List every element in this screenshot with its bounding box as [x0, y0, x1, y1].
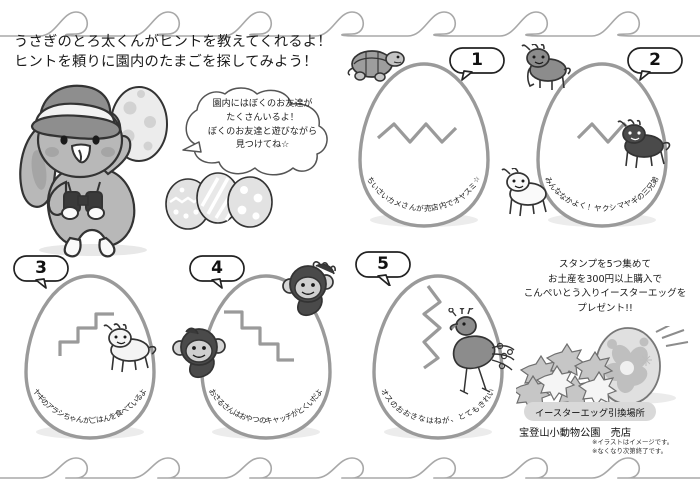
decorative-loop-border-bottom — [0, 456, 700, 490]
shop-name: 宝登山小動物公園 売店 — [519, 428, 632, 439]
goat-illustration-dark — [612, 118, 676, 176]
goat-illustration-white-3 — [96, 320, 162, 380]
egg-number-5: 5 — [377, 253, 389, 274]
egg-number-4: 4 — [211, 257, 223, 278]
footnote-1: ※イラストはイメージです。 — [592, 438, 674, 446]
bubble-line-4: 見つけてね☆ — [235, 140, 290, 151]
bubble-line-3: ぼくのお友達と遊びながら — [207, 126, 318, 137]
promo-line-2: お土産を300円以上購入で — [547, 273, 663, 285]
title-line-1: うさぎのとろ太くんがヒントを教えてくれるよ！ — [14, 34, 332, 50]
flowers-and-egg-illustration — [511, 321, 696, 412]
goat-illustration-gray — [518, 43, 578, 100]
promo-line-1: スタンプを5つ集めて — [558, 259, 652, 270]
egg-card-3[interactable]: ヤギのアラシちゃんがごはんを食べているよ 3 — [13, 255, 162, 450]
footnote-2: ※なくなり次第終了です。 — [592, 447, 668, 456]
promo-line-4: プレゼント!! — [577, 302, 633, 314]
decorative-easter-eggs — [160, 168, 276, 230]
egg-number-1: 1 — [471, 49, 483, 70]
monkey-illustration-right — [280, 260, 344, 324]
bubble-line-1: 園内にはぼくのお友達が — [212, 99, 313, 109]
egg-card-5[interactable]: オスのおおきなはねが、とてもきれい — [355, 251, 515, 450]
mascot-speech-bubble: 園内にはぼくのお友達が たくさんいるよ！ ぼくのお友達と遊びながら 見つけてね☆ — [175, 86, 350, 178]
egg-number-3: 3 — [35, 257, 47, 278]
egg-card-4[interactable]: おさるさんはおやつのキャッチがとくいだよ — [172, 255, 338, 450]
flower-cluster — [511, 342, 618, 412]
exchange-location-tag: イースターエッグ引換場所 — [524, 402, 656, 421]
title-line-2: ヒントを頼りに園内のたまごを探してみよう！ — [14, 53, 318, 70]
mascot-bubble-text: 園内にはぼくのお友達が たくさんいるよ！ ぼくのお友達と遊びながら 見つけてね☆ — [175, 98, 350, 153]
monkey-illustration-left — [170, 324, 232, 386]
egg-number-bubble-4: 4 — [188, 254, 246, 290]
goat-illustration-white — [496, 167, 558, 224]
egg-number-bubble-2: 2 — [626, 46, 684, 82]
binoculars — [61, 181, 105, 220]
decorative-loop-border-top — [0, 6, 700, 40]
egg-number-bubble-5: 5 — [354, 250, 412, 286]
egg-number-2: 2 — [649, 49, 661, 70]
egg-number-bubble-3: 3 — [12, 254, 70, 290]
egg-card-2[interactable]: みんななかよく！ヤクシマヤギの三兄弟 — [501, 43, 683, 238]
turtle-illustration — [346, 44, 406, 88]
bubble-line-2: たくさんいるよ！ — [226, 112, 299, 123]
egg-card-1[interactable]: ちいさいカメさんが売店内でオヤスミ☆ 1 — [347, 47, 505, 238]
page-title: うさぎのとろ太くんがヒントを教えてくれるよ！ ヒントを頼りに園内のたまごを探して… — [14, 33, 374, 72]
promo-line-3: こんぺいとう入りイースターエッグを — [523, 288, 687, 300]
rabbit-mascot-illustration — [8, 78, 178, 258]
egg-number-bubble-1: 1 — [448, 46, 506, 82]
peacock-illustration — [442, 304, 518, 404]
footnotes: ※イラストはイメージです。 ※なくなり次第終了です。 — [592, 438, 673, 457]
promo-text: スタンプを5つ集めて お土産を300円以上購入で こんぺいとう入りイースターエッ… — [512, 258, 698, 336]
